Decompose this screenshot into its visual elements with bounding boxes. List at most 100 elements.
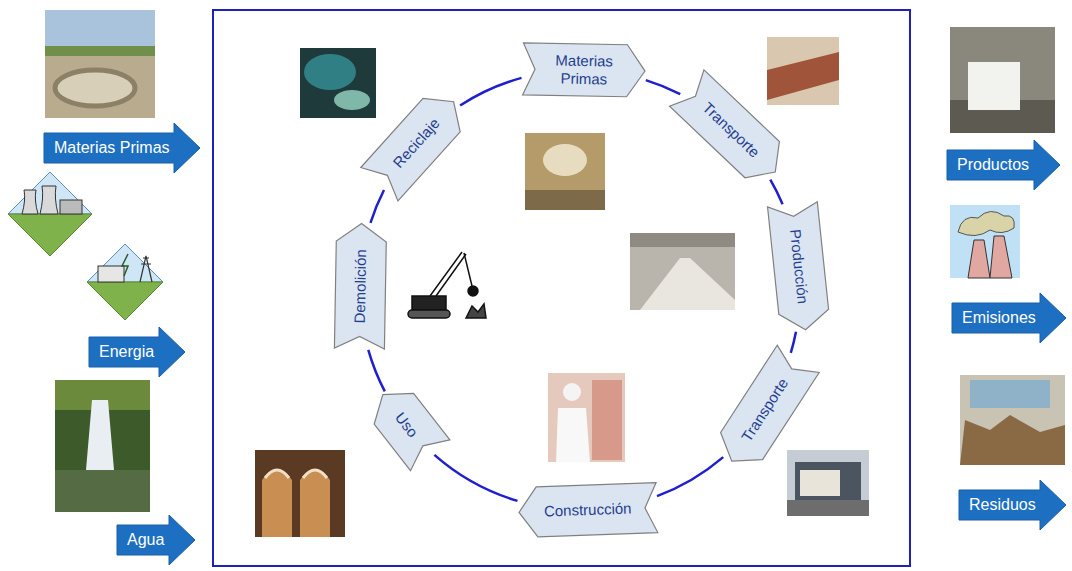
arrow-fill xyxy=(959,480,1066,530)
warehouse-photo xyxy=(950,27,1055,133)
crane-cable xyxy=(464,253,472,286)
cycle-chevron: Materias Primas xyxy=(522,43,645,97)
text-box: Emisiones xyxy=(962,308,1036,327)
text-box: Residuos xyxy=(969,495,1036,514)
photo-forest xyxy=(55,380,150,512)
waterfall-photo xyxy=(55,380,150,512)
arch xyxy=(300,469,330,537)
cycle-connector xyxy=(770,180,782,205)
chevron-fill xyxy=(767,202,830,333)
text-box: Productos xyxy=(957,155,1029,174)
text-box: Materias Primas xyxy=(548,51,621,88)
icon-sky xyxy=(87,244,163,282)
photo-pit xyxy=(55,70,135,106)
arrow-fill xyxy=(947,140,1060,190)
photo-background xyxy=(960,375,1065,465)
photo-rocks xyxy=(55,470,150,512)
chevron-fill xyxy=(334,223,386,349)
photo-interior xyxy=(950,27,1055,133)
photo-floor xyxy=(525,190,605,210)
chimney-icon xyxy=(950,205,1020,278)
worker-photo xyxy=(548,373,625,462)
pylon xyxy=(140,256,152,282)
flow-arrow: Residuos xyxy=(959,480,1066,530)
photo-roof xyxy=(630,233,735,247)
worker-body xyxy=(556,408,590,462)
photo-ground xyxy=(300,48,376,118)
photo-back xyxy=(767,37,839,105)
node-label: Agua xyxy=(127,530,164,549)
cycle-chevron: Demolición xyxy=(334,223,386,349)
mosque-photo xyxy=(255,450,345,537)
cycle-connector xyxy=(791,332,796,353)
crane-body xyxy=(412,296,446,310)
arrow-fill xyxy=(952,293,1066,343)
chevron-fill xyxy=(670,70,793,190)
power-plant-icon xyxy=(8,172,92,256)
node-label: Productos xyxy=(957,155,1029,174)
cycle-chevron: Transporte xyxy=(670,70,793,190)
material-photo xyxy=(767,37,839,105)
crane-boom xyxy=(430,252,466,296)
quarry-photo xyxy=(45,10,155,118)
truck-load xyxy=(800,470,840,496)
cycle-chevron: Reciclaje xyxy=(361,85,472,201)
arrow-fill xyxy=(117,515,195,565)
cooling-tower xyxy=(22,190,38,214)
cycle-connector xyxy=(434,455,517,501)
factory-photo xyxy=(630,233,735,310)
flow-arrow: Emisiones xyxy=(952,293,1066,343)
lightning xyxy=(122,254,128,276)
photo-light xyxy=(543,144,587,176)
text-box: Agua xyxy=(127,530,164,549)
plant-building xyxy=(60,200,82,214)
photo-wall xyxy=(548,373,625,462)
photo-road xyxy=(787,500,869,516)
icon-grass xyxy=(87,282,163,320)
text-box: Demolición xyxy=(350,249,369,324)
node-label: Construcción xyxy=(543,499,631,520)
chevron-fill xyxy=(518,482,658,537)
chevron-fill xyxy=(522,43,645,97)
photo-trees xyxy=(45,46,155,56)
node-label: Materias Primas xyxy=(548,51,621,88)
cycle-connector xyxy=(368,350,385,392)
cycle-connector xyxy=(657,457,723,496)
truck-trailer xyxy=(795,462,861,500)
node-label: Residuos xyxy=(969,495,1036,514)
photo-sky xyxy=(787,450,869,516)
arch xyxy=(262,469,292,537)
arch-stripe xyxy=(265,470,327,478)
photo-bin xyxy=(304,54,356,90)
demolition-crane xyxy=(408,252,486,318)
cycle-chevron: Producción xyxy=(767,202,830,333)
cooling-tower xyxy=(40,186,58,214)
text-box: Materias Primas xyxy=(54,138,170,157)
text-box: Construcción xyxy=(543,499,631,520)
chevron-fill xyxy=(710,345,818,475)
photo-water xyxy=(86,400,114,470)
photo-tunnel xyxy=(525,133,605,210)
cycle-chevron: Transporte xyxy=(710,345,818,475)
icon-sky xyxy=(8,172,92,214)
chevron-fill xyxy=(363,380,450,471)
waste-photo xyxy=(960,375,1065,465)
recycling-photo xyxy=(300,48,376,118)
icon-sky xyxy=(950,205,1020,278)
arrow-fill xyxy=(89,327,185,377)
crane-tracks xyxy=(408,310,450,318)
cycle-connector xyxy=(460,78,521,106)
cycle-connector xyxy=(371,190,385,223)
cycle-connector xyxy=(646,80,680,94)
photo-glass xyxy=(334,90,370,110)
chimney xyxy=(990,236,1012,278)
text-box: Energia xyxy=(99,342,154,361)
photo-line xyxy=(640,258,735,310)
photo-belt xyxy=(767,52,839,100)
mine-photo xyxy=(525,133,605,210)
truck-photo xyxy=(787,450,869,516)
power-line-icon xyxy=(87,244,163,320)
plant-building xyxy=(98,266,124,282)
photo-interior xyxy=(255,450,345,537)
